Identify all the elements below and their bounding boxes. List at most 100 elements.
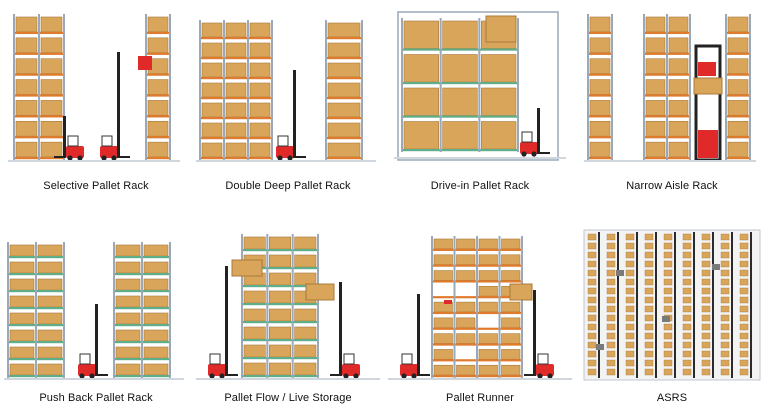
carton xyxy=(587,242,597,250)
beam xyxy=(146,115,170,118)
carton xyxy=(644,359,654,367)
forklift-mast xyxy=(95,304,98,376)
carton xyxy=(625,296,635,304)
carton xyxy=(625,314,635,322)
forklift-mast xyxy=(225,266,228,376)
beam xyxy=(588,94,612,97)
carton xyxy=(143,261,169,274)
carton xyxy=(456,254,476,265)
carton xyxy=(739,359,749,367)
carton xyxy=(115,261,141,274)
forklift-cage xyxy=(401,353,413,365)
carton xyxy=(739,332,749,340)
carton xyxy=(663,278,673,286)
stacker-rail xyxy=(617,232,619,378)
carton xyxy=(727,120,749,137)
raised-load xyxy=(693,77,723,95)
carton xyxy=(682,242,692,250)
carton xyxy=(663,251,673,259)
forklift-wheel xyxy=(111,155,117,161)
carton xyxy=(143,244,169,257)
forklift-wheel xyxy=(287,155,293,161)
panel-label: Selective Pallet Rack xyxy=(43,180,149,192)
upright xyxy=(476,236,478,378)
carton xyxy=(143,278,169,291)
forklift-cage xyxy=(343,353,355,365)
beam xyxy=(242,375,318,378)
carton xyxy=(147,16,169,33)
carton xyxy=(739,269,749,277)
carton xyxy=(269,254,291,268)
carton xyxy=(701,260,711,268)
carton xyxy=(587,278,597,286)
raised-pallet xyxy=(138,56,152,70)
carton xyxy=(739,278,749,286)
forklift-wheel xyxy=(547,373,553,379)
beam xyxy=(200,117,272,120)
carton xyxy=(720,314,730,322)
forklift-body xyxy=(400,364,418,376)
carton xyxy=(327,102,361,118)
carton xyxy=(720,260,730,268)
panel-pallet-runner: Pallet Runner xyxy=(384,208,576,416)
carton xyxy=(294,236,317,250)
beam xyxy=(588,52,612,55)
forklift-cage xyxy=(209,353,221,365)
forklift-body xyxy=(208,364,226,376)
carton xyxy=(682,233,692,241)
beam xyxy=(326,157,362,160)
asrs-icon xyxy=(583,229,761,381)
upright xyxy=(145,14,147,160)
carton xyxy=(663,296,673,304)
panel-label: Pallet Flow / Live Storage xyxy=(224,392,352,404)
upright xyxy=(38,14,40,160)
carton xyxy=(442,20,478,49)
carton xyxy=(587,323,597,331)
carton xyxy=(115,346,141,359)
carton xyxy=(645,16,666,33)
carton xyxy=(739,251,749,259)
upright xyxy=(199,20,201,160)
forklift-body xyxy=(536,364,554,376)
carton xyxy=(294,362,317,376)
carton xyxy=(481,54,517,83)
floor xyxy=(388,378,572,380)
carton xyxy=(644,314,654,322)
carton xyxy=(720,332,730,340)
carton xyxy=(40,120,63,137)
carton xyxy=(40,141,63,158)
carton xyxy=(478,333,498,344)
carton xyxy=(143,329,169,342)
carton xyxy=(478,364,498,376)
floor xyxy=(394,157,566,159)
carton xyxy=(587,332,597,340)
carton xyxy=(727,37,749,54)
beam xyxy=(146,136,170,139)
carton xyxy=(701,323,711,331)
upright xyxy=(749,14,751,160)
beam xyxy=(146,73,170,76)
carton xyxy=(720,251,730,259)
beam xyxy=(200,77,272,80)
forklift-wheel xyxy=(101,155,107,161)
upright xyxy=(517,18,519,152)
carton xyxy=(249,82,271,98)
carton xyxy=(481,121,517,150)
carton xyxy=(9,312,35,325)
pallet-runner-icon xyxy=(388,236,572,380)
carton xyxy=(720,296,730,304)
carton xyxy=(433,270,453,281)
carton xyxy=(9,346,35,359)
carton xyxy=(701,242,711,250)
carton xyxy=(625,368,635,376)
carton xyxy=(37,329,63,342)
carton xyxy=(478,301,498,313)
carton xyxy=(225,102,247,118)
panel-label: Pallet Runner xyxy=(446,392,514,404)
stacker-rail xyxy=(598,232,600,378)
carton xyxy=(501,301,521,313)
carton xyxy=(501,317,521,328)
carton xyxy=(720,278,730,286)
carton xyxy=(147,120,169,137)
carton xyxy=(720,350,730,358)
